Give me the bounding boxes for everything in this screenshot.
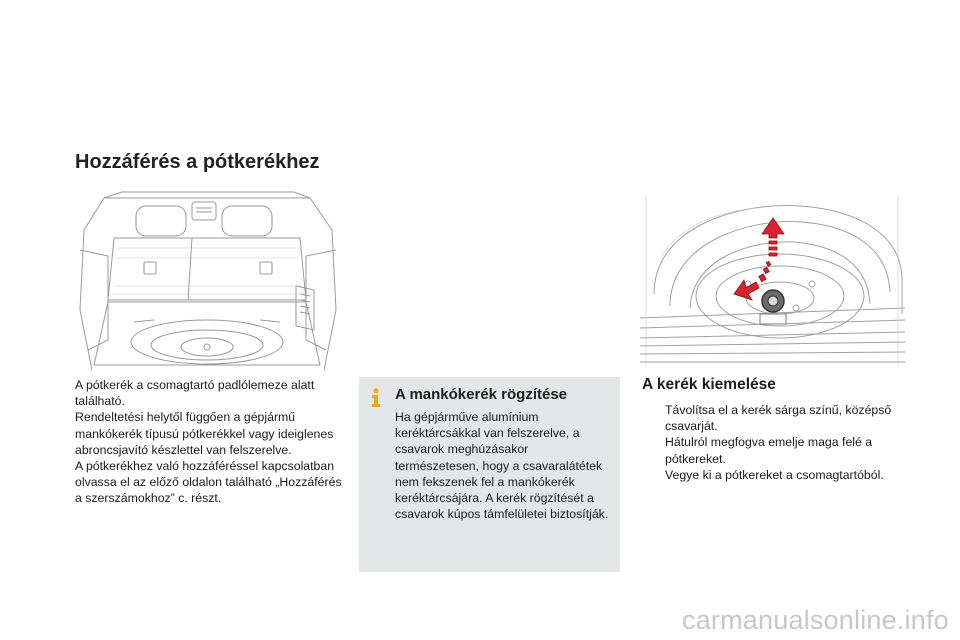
intro-text: A pótkerék a csomagtartó padlólemeze ala… <box>75 377 345 507</box>
intro-paragraph: A pótkerék a csomagtartó padlólemeze ala… <box>75 378 315 409</box>
spare-wheel-removal-illustration <box>640 196 905 366</box>
section-title: A kerék kiemelése <box>642 376 776 393</box>
info-box-text: Ha gépjárműve alumínium keréktárcsákkal … <box>395 410 609 522</box>
list-item: Hátulról megfogva emelje maga felé a pót… <box>645 434 915 466</box>
intro-paragraph: A pótkerékhez való hozzáféréssel kapcsol… <box>75 459 342 506</box>
info-box: A mankókerék rögzítése Ha gépjárműve alu… <box>359 377 620 572</box>
trunk-spare-wheel-illustration <box>79 191 337 371</box>
step-text: Vegye ki a pótkereket a csomagtartóból. <box>665 467 884 482</box>
step-text: Hátulról megfogva emelje maga felé a pót… <box>665 435 873 466</box>
steps-list: Távolítsa el a kerék sárga színű, középs… <box>645 402 915 483</box>
list-item: Vegye ki a pótkereket a csomagtartóból. <box>645 467 915 483</box>
info-icon <box>372 388 380 407</box>
list-item: Távolítsa el a kerék sárga színű, középs… <box>645 402 915 434</box>
intro-paragraph: Rendeltetési helytől függően a gépjármű … <box>75 410 334 457</box>
page-title: Hozzáférés a pótkerékhez <box>75 151 320 173</box>
info-box-title: A mankókerék rögzítése <box>395 386 568 403</box>
step-text: Távolítsa el a kerék sárga színű, középs… <box>665 403 892 434</box>
watermark: carmanualsonline.info <box>682 605 949 635</box>
